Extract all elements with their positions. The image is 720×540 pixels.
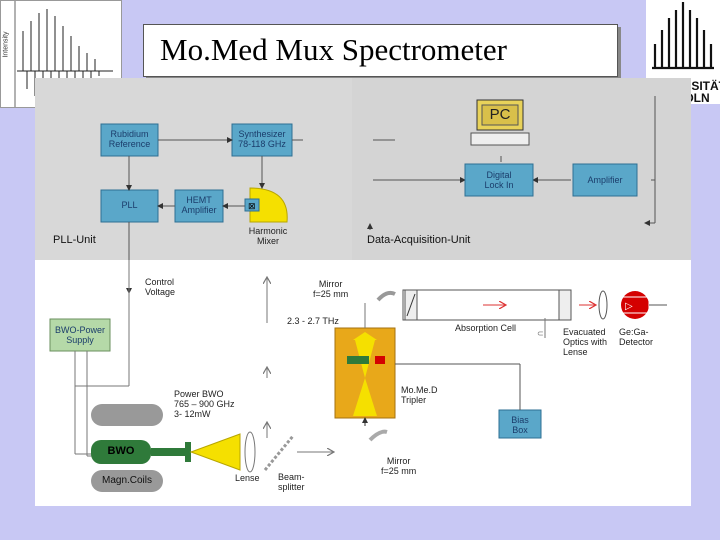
pll-box: [100, 189, 159, 223]
title-box: [143, 24, 618, 77]
mirror-bottom-label: Mirror f=25 mm: [381, 456, 417, 476]
gray-box-top: [91, 404, 163, 426]
bias-box-label: Bias Box: [511, 415, 529, 435]
absorption-cell-label: Absorption Cell: [455, 323, 517, 333]
pll-unit-panel: [35, 78, 352, 260]
amplifier-label: Amplifier: [587, 175, 623, 185]
bwo-horn: [189, 433, 241, 471]
pc-keyboard: [470, 132, 530, 146]
page-title: Mo.Med Mux Spectrometer: [160, 32, 507, 67]
synthesizer-box: [231, 123, 293, 157]
svg-text:⊠: ⊠: [248, 201, 256, 211]
university-logo-mark: [652, 2, 714, 70]
lense-label: Lense: [235, 473, 260, 483]
amplifier-box: [572, 163, 638, 197]
beamsplitter-shape: [263, 435, 295, 471]
diagram-svg: ⊠: [35, 78, 691, 492]
harmonic-mixer-label: Harmonic Mixer: [248, 226, 288, 246]
mirror-bottom-shape: [368, 429, 388, 442]
evacuated-optics-shape: [598, 290, 608, 320]
bwo-power-box: [49, 318, 111, 352]
lockin-box: [464, 163, 534, 197]
bwo-label: BWO: [107, 445, 135, 457]
hemt-label: HEMT Amplifier: [181, 195, 217, 215]
mirror-top-label: Mirror f=25 mm: [313, 279, 349, 299]
svg-text:⊂: ⊂: [537, 329, 544, 338]
thumbnail-caption: Intensity: [2, 31, 10, 58]
lense-shape: [244, 431, 256, 473]
power-bwo-label: Power BWO 765 – 900 GHz 3- 12mW: [174, 389, 235, 419]
evacuated-optics-label: Evacuated Optics with Lense: [563, 327, 608, 357]
pll-label: PLL: [121, 200, 138, 210]
spectrometer-diagram: ⊠: [35, 78, 691, 506]
bwo-power-label: BWO-Power Supply: [54, 325, 105, 345]
bwo-box: [91, 440, 151, 464]
control-voltage-label: Control Voltage: [145, 277, 176, 297]
daq-unit-label: Data-Acquisition-Unit: [367, 234, 471, 246]
magn-coils-box: [91, 470, 163, 492]
pll-unit-label: PLL-Unit: [53, 234, 96, 246]
magn-coils-label: Magn.Coils: [101, 475, 153, 486]
tripler-label: Mo.Me.D Tripler: [401, 385, 438, 405]
thz-label: 2.3 - 2.7 THz: [287, 316, 339, 326]
pc-label: PC: [489, 106, 511, 123]
detector-label: Ge:Ga- Detector: [619, 327, 654, 347]
absorption-cell: [402, 289, 564, 321]
detector-shape: [621, 291, 649, 319]
beamsplitter-label: Beam- splitter: [278, 472, 305, 492]
svg-text:▷: ▷: [625, 301, 633, 312]
lockin-label: Digital Lock In: [484, 170, 514, 190]
synthesizer-label: Synthesizer 78-118 GHz: [238, 129, 286, 149]
rubidium-label: Rubidium Reference: [108, 129, 151, 149]
mirror-top-shape: [376, 290, 396, 302]
